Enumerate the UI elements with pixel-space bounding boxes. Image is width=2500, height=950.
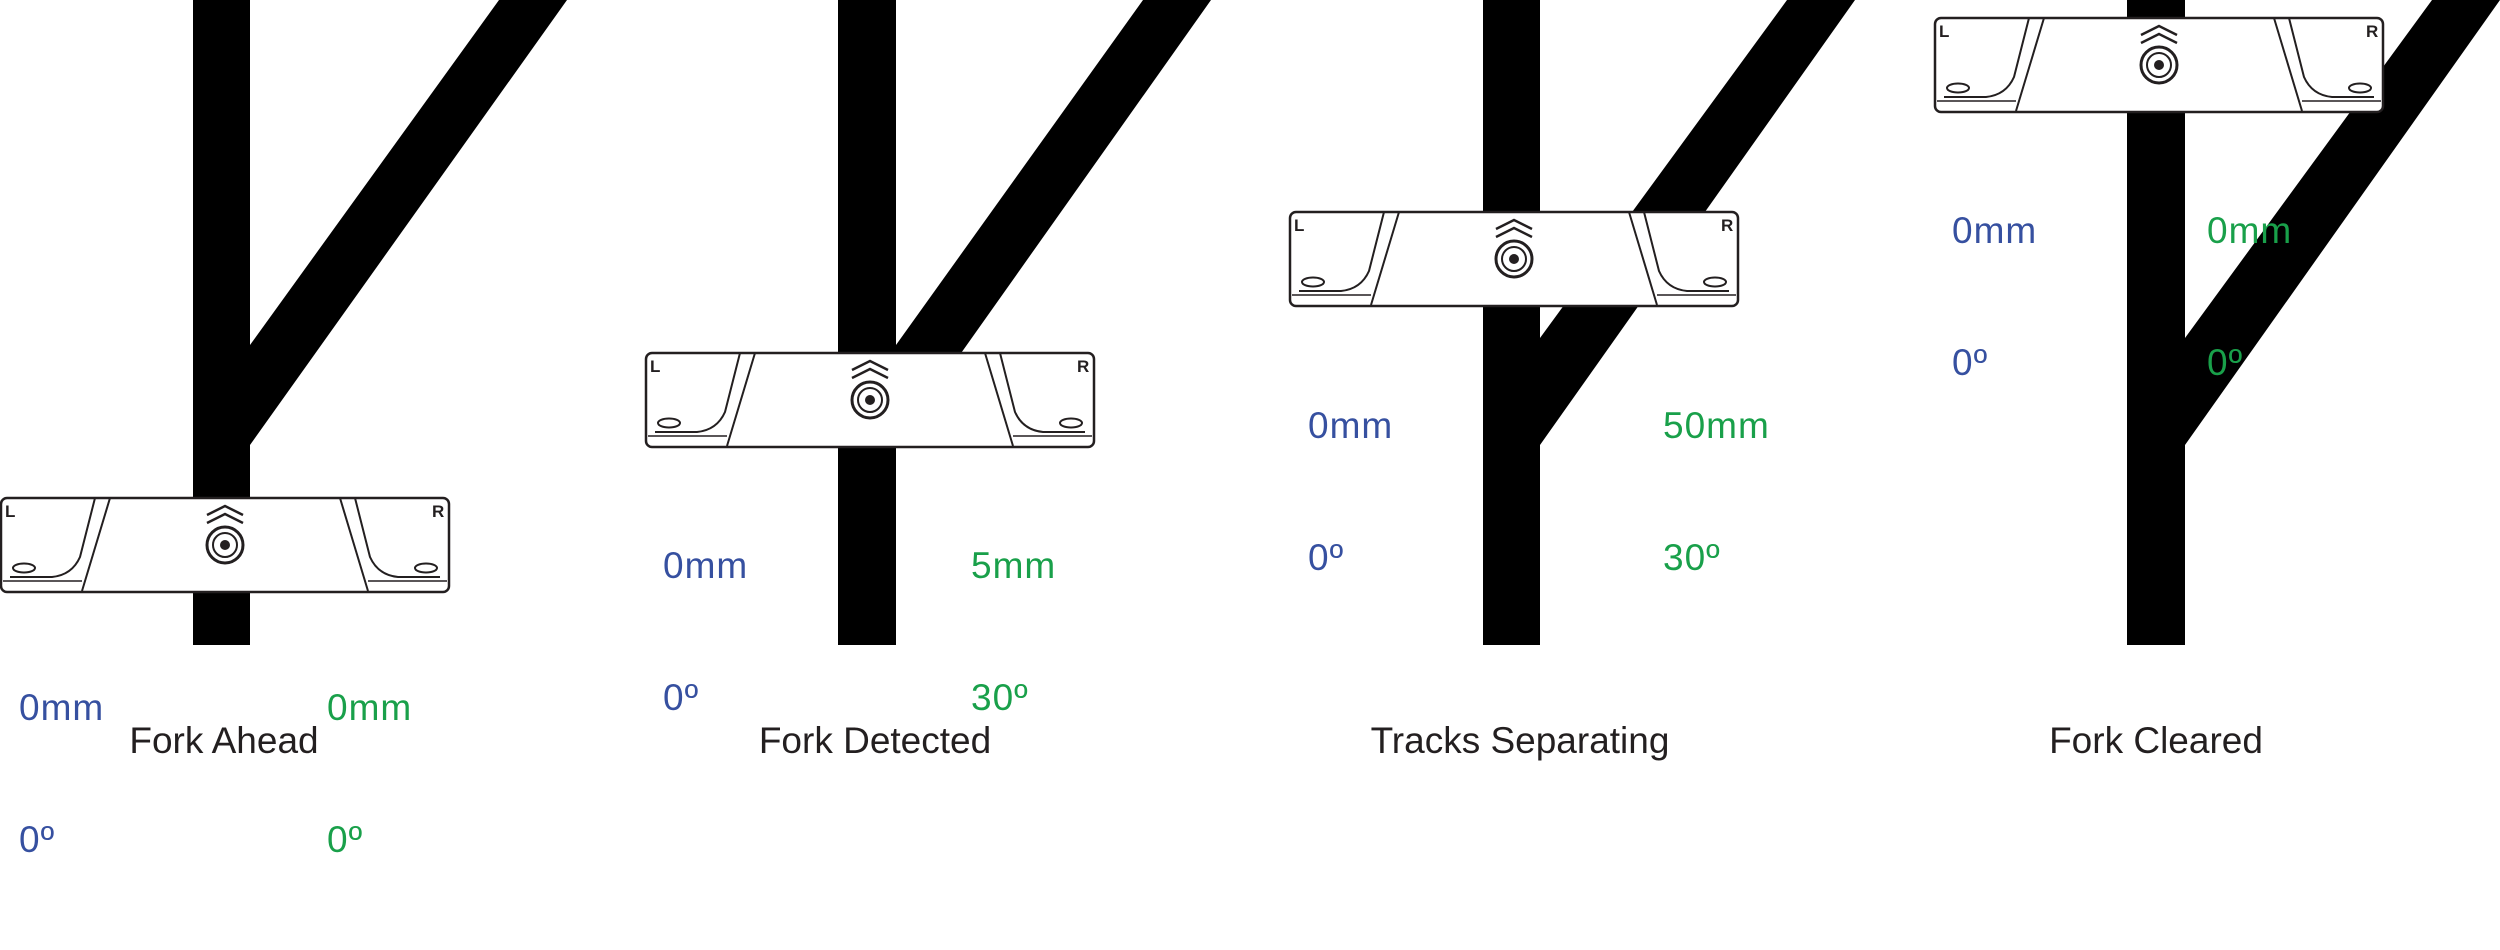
right-side-marker: R <box>1077 357 1089 376</box>
branch-track <box>250 0 567 445</box>
left-angle: 0º <box>663 677 700 718</box>
left-side-marker: L <box>650 357 660 376</box>
chevron-up-icon <box>1495 218 1533 231</box>
sensor-panel-edge <box>339 497 369 592</box>
mounting-hole-icon <box>657 417 681 429</box>
chevron-up-icon <box>1495 226 1533 239</box>
right-distance: 0mm <box>327 687 413 728</box>
left-side-marker: L <box>1939 22 1949 41</box>
sensor-wing-left <box>10 497 96 578</box>
right-sensor-readout: 0mm 0º <box>327 598 412 950</box>
left-distance: 0mm <box>1952 210 2038 251</box>
sensor-wing-left <box>1299 211 1385 292</box>
branch-track <box>2185 0 2500 445</box>
sensor-panel-edge <box>984 352 1014 447</box>
mounting-hole-icon <box>1301 276 1325 288</box>
sensor-wing-right <box>999 352 1085 433</box>
mounting-hole-icon <box>12 562 36 574</box>
right-sensor-readout: 5mm 30º <box>971 456 1056 808</box>
mounting-hole-icon <box>1059 417 1083 429</box>
sensor-panel-edge <box>1628 211 1658 306</box>
mounting-hole-icon <box>414 562 438 574</box>
sensor-wing-left <box>655 352 741 433</box>
mounting-hole-icon <box>2348 82 2372 94</box>
sensor-lens-core <box>1509 254 1519 264</box>
right-angle: 30º <box>971 677 1029 718</box>
left-side-marker: L <box>5 502 15 521</box>
sensor-wing-right <box>354 497 440 578</box>
chevron-up-icon <box>206 504 244 517</box>
track-fork-2 <box>838 0 1211 645</box>
panel-caption: Fork Ahead <box>129 720 319 761</box>
left-sensor-readout: 0mm 0º <box>19 598 104 950</box>
left-sensor-readout: 0mm 0º <box>1308 316 1393 668</box>
sensor-panel-edge <box>726 352 756 447</box>
mounting-hole-icon <box>1946 82 1970 94</box>
left-sensor-readout: 0mm 0º <box>663 456 748 808</box>
panel-caption: Fork Cleared <box>2049 720 2263 761</box>
right-side-marker: R <box>432 502 444 521</box>
branch-track <box>896 0 1211 445</box>
chevron-up-icon <box>2140 32 2178 45</box>
right-side-marker: R <box>1721 216 1733 235</box>
chevron-up-icon <box>206 512 244 525</box>
sensor-wing-right <box>2288 17 2374 98</box>
main-track <box>838 0 896 645</box>
sensor-wing-right <box>1643 211 1729 292</box>
right-sensor-readout: 0mm 0º <box>2207 121 2292 473</box>
sensor-lens-core <box>220 540 230 550</box>
right-sensor-readout: 50mm 30º <box>1663 316 1770 668</box>
left-angle: 0º <box>1308 537 1345 578</box>
panel-caption: Tracks Separating <box>1370 720 1670 761</box>
left-angle: 0º <box>1952 342 1989 383</box>
panel-caption: Fork Detected <box>758 720 992 761</box>
right-distance: 5mm <box>971 545 1057 586</box>
mounting-hole-icon <box>1703 276 1727 288</box>
right-side-marker: R <box>2366 22 2378 41</box>
chevron-up-icon <box>851 367 889 380</box>
right-angle: 30º <box>1663 537 1721 578</box>
left-side-marker: L <box>1294 216 1304 235</box>
right-distance: 0mm <box>2207 210 2293 251</box>
sensor-panel-edge <box>2015 17 2045 112</box>
sensor-lens-core <box>2154 60 2164 70</box>
left-angle: 0º <box>19 819 56 860</box>
chevron-up-icon <box>851 359 889 372</box>
right-angle: 0º <box>2207 342 2244 383</box>
left-sensor-readout: 0mm 0º <box>1952 121 2037 473</box>
left-distance: 0mm <box>663 545 749 586</box>
sensor-panel-edge <box>81 497 111 592</box>
right-angle: 0º <box>327 819 364 860</box>
sensor-wing-left <box>1944 17 2030 98</box>
right-distance: 50mm <box>1663 405 1770 446</box>
sensor-panel-edge <box>1370 211 1400 306</box>
left-distance: 0mm <box>1308 405 1394 446</box>
sensor-panel-edge <box>2273 17 2303 112</box>
main-track <box>1483 0 1540 645</box>
chevron-up-icon <box>2140 24 2178 37</box>
left-distance: 0mm <box>19 687 105 728</box>
sensor-lens-core <box>865 395 875 405</box>
